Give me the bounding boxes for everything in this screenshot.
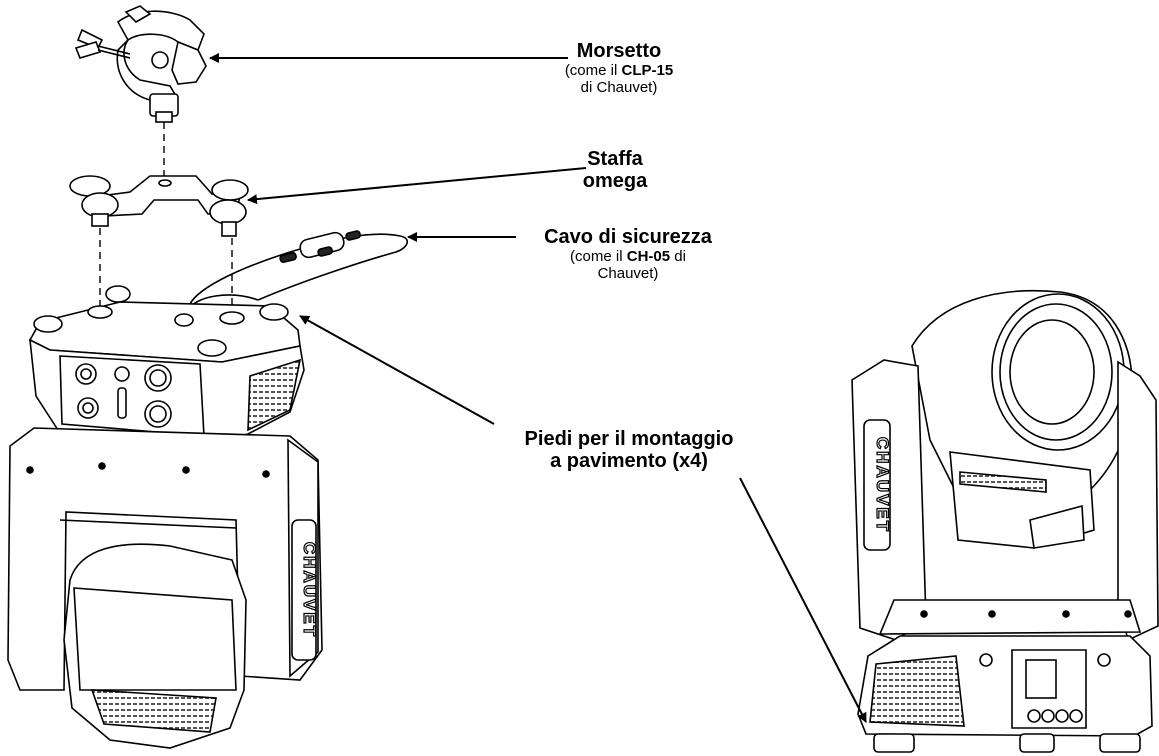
feet-label: Piedi per il montaggio a pavimento (x4) <box>484 428 774 472</box>
clamp-model-code: CLP-15 <box>621 62 674 79</box>
bracket-label-line2: omega <box>582 170 648 192</box>
bracket-label-line1: Staffa <box>587 148 643 170</box>
feet-label-line1: Piedi per il montaggio <box>524 428 734 450</box>
left-fixture-drawing <box>7 285 323 749</box>
clamp-drawing <box>74 5 207 123</box>
clamp-label: Morsetto (come il CLP-15 di Chauvet) <box>534 40 704 96</box>
safety-cable-label-title: Cavo di sicurezza <box>544 226 712 248</box>
safety-cable-label-brand: Chauvet) <box>597 265 659 282</box>
safety-model-prefix: (come il <box>570 248 627 265</box>
safety-cable-label-model: (come il CH-05 di <box>510 248 746 265</box>
clamp-label-title: Morsetto <box>576 40 662 62</box>
safety-cable-label: Cavo di sicurezza (come il CH-05 di Chau… <box>510 226 746 282</box>
safety-model-code: CH-05 <box>626 248 671 265</box>
bracket-label: Staffa omega <box>560 148 670 192</box>
right-fixture-brand-logo: CHAUVET <box>873 437 892 533</box>
bracket-callout-arrow <box>247 167 587 205</box>
feet-callout-arrow-right <box>739 477 867 723</box>
safety-cable-drawing <box>187 230 408 311</box>
feet-callout-arrow-left <box>299 315 495 425</box>
feet-label-line2: a pavimento (x4) <box>550 450 708 472</box>
right-fixture-drawing <box>851 289 1159 753</box>
safety-model-suffix: di <box>670 248 686 265</box>
omega-bracket-drawing <box>69 175 249 237</box>
clamp-label-brand: di Chauvet) <box>580 79 658 96</box>
clamp-label-model: (come il CLP-15 <box>534 62 704 79</box>
left-fixture-brand-logo: CHAUVET <box>300 542 319 638</box>
clamp-model-prefix: (come il <box>564 62 622 79</box>
